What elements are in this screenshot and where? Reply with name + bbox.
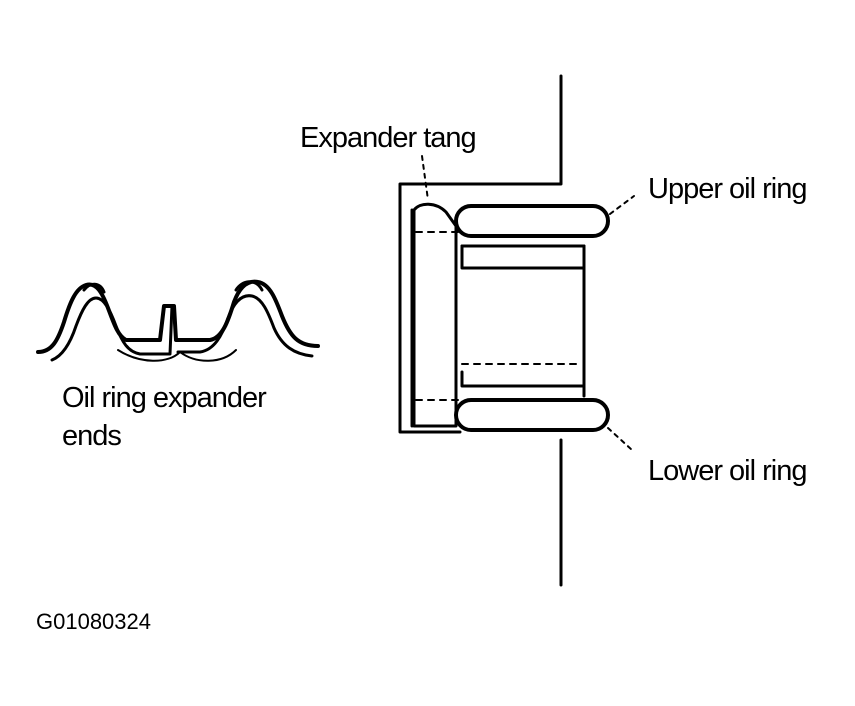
expander-base-curve [117,349,237,362]
upper-oil-ring [454,204,610,238]
leader-lines [421,155,635,451]
expander-inner-wave [50,294,314,362]
leader-expander-tang [421,155,429,201]
expander-dashes [415,231,581,401]
piston-section [398,74,586,587]
lower-oil-ring [454,398,610,432]
figure-code: G01080324 [36,609,151,634]
expander-tang [412,202,458,428]
expander-ends-label-line1: Oil ring expander [62,382,267,414]
expander-tang-label: Expander tang [300,122,477,154]
expander-ends-drawing [36,279,320,362]
leader-lower-ring [607,427,633,451]
piston-wall-upper [398,74,563,434]
lower-oil-ring-label: Lower oil ring [648,455,807,487]
ring-land-step-top [460,244,586,270]
expander-tang-loop-left [82,282,106,294]
expander-tang-loop-right [234,280,264,292]
upper-oil-ring-label: Upper oil ring [648,173,807,205]
expander-outer-wave [36,279,320,354]
expander-ends-label-line2: ends [62,420,122,452]
ring-land-step-bottom [460,370,586,388]
leader-upper-ring [609,195,635,215]
